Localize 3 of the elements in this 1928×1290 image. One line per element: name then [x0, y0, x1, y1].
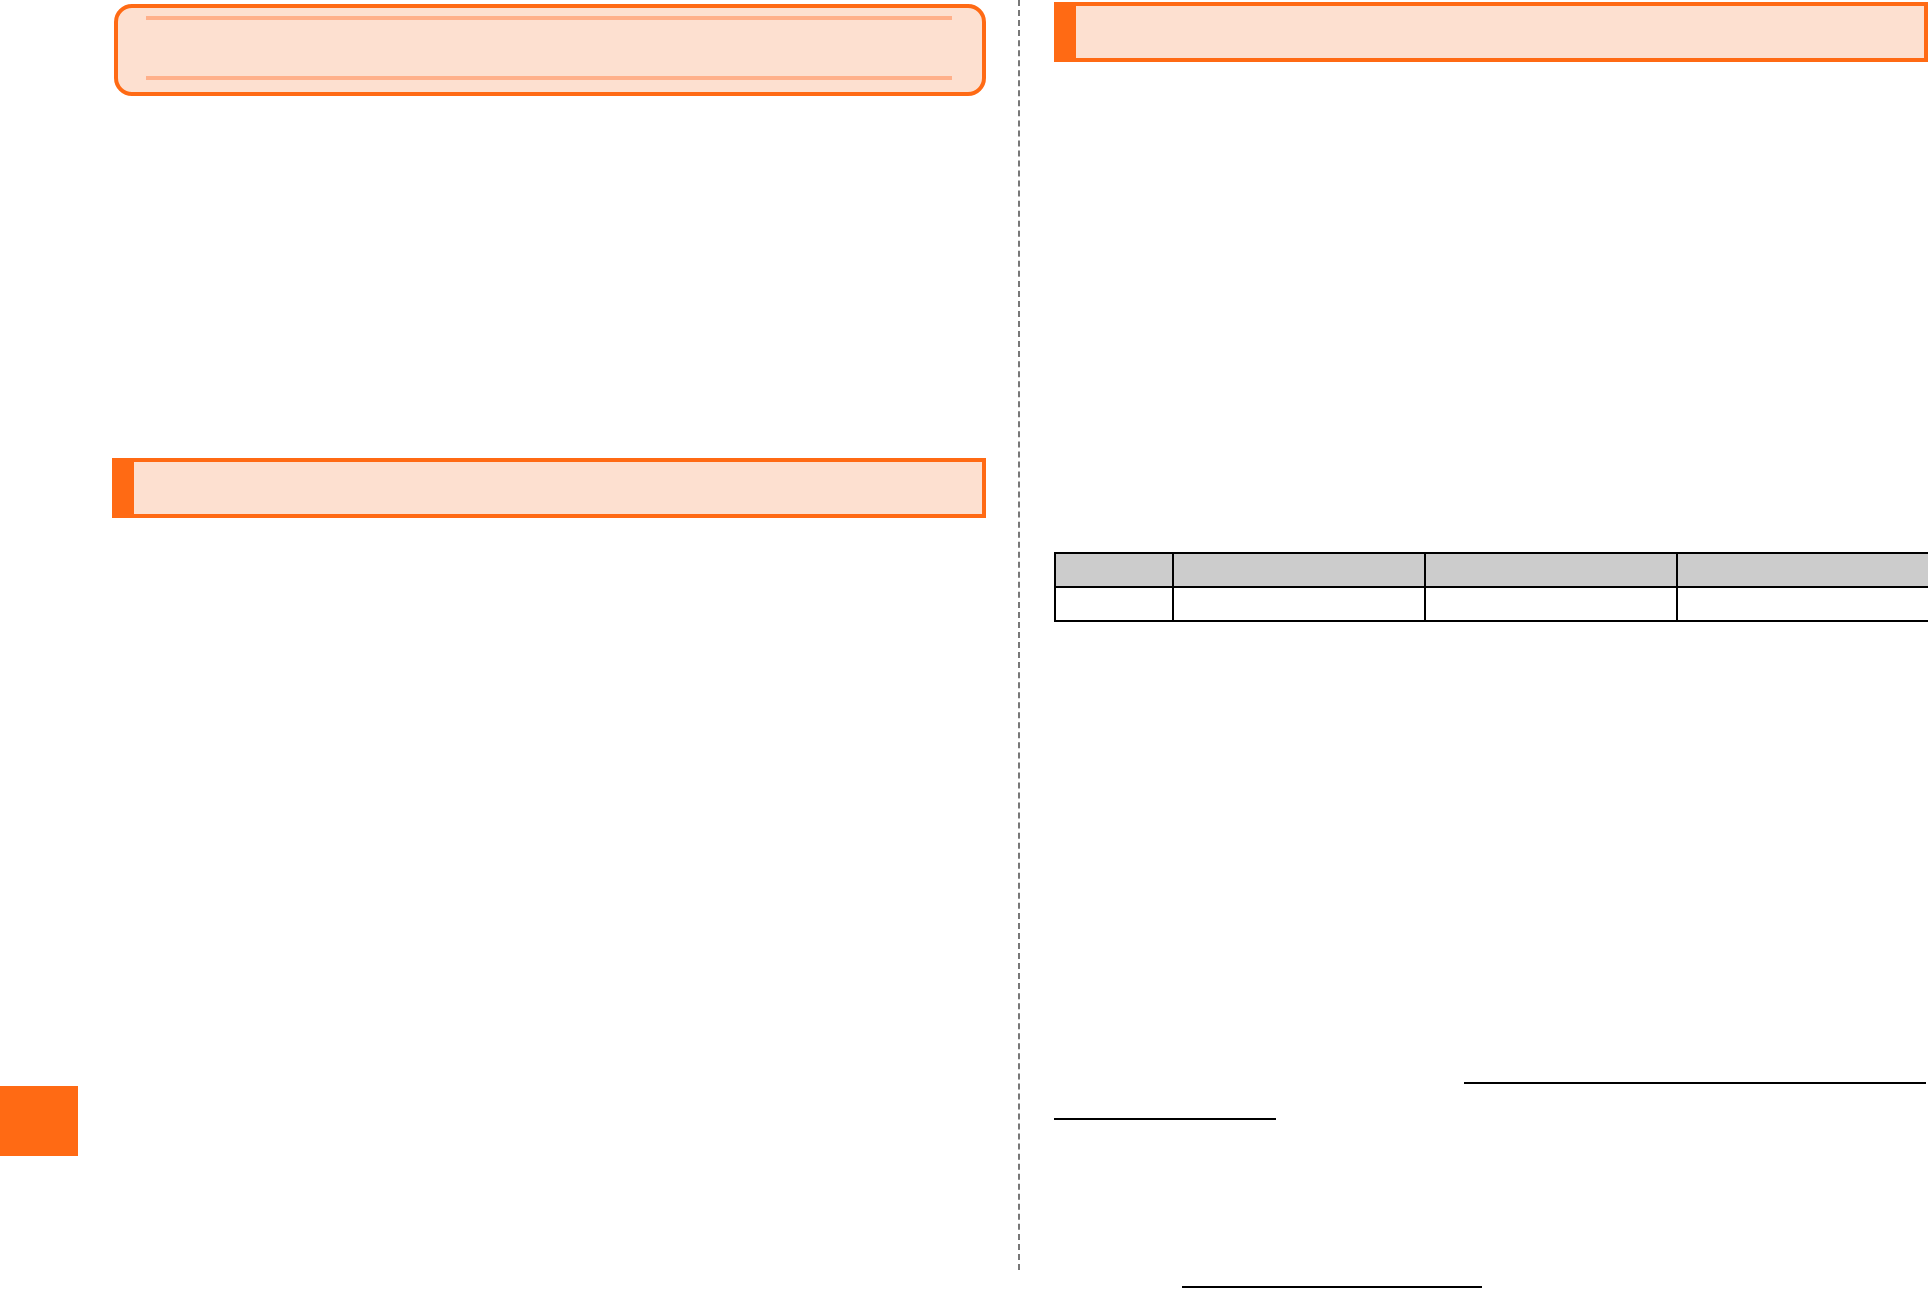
section-banner: [1054, 2, 1928, 62]
heading-panel: [114, 4, 986, 96]
section-banner: [112, 458, 986, 518]
